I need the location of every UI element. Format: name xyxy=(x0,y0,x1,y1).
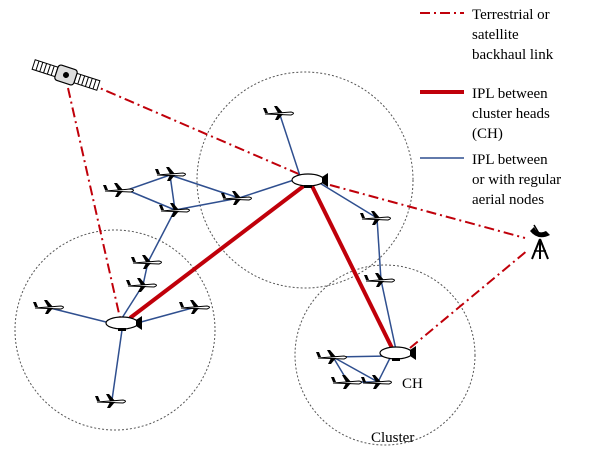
ipl-regular-link xyxy=(147,209,176,263)
backhaul-links xyxy=(67,82,529,349)
legend: Terrestrial or satellite backhaul link I… xyxy=(420,7,561,208)
airplane-icon xyxy=(32,299,64,315)
aerial-nodes xyxy=(32,105,395,409)
blimp-icon xyxy=(105,315,143,332)
satellite-icon xyxy=(31,59,101,91)
legend-item-ipl-regular-line-2: or with regular xyxy=(472,172,561,188)
airplane-icon xyxy=(360,374,392,390)
legend-item-ipl-ch-line-2: cluster heads xyxy=(472,106,550,122)
backhaul-link-right-ch-ground xyxy=(409,249,529,349)
ipl-regular-link xyxy=(377,357,391,383)
ipl-regular-link xyxy=(317,181,378,219)
cluster-circle-right xyxy=(294,264,476,446)
airplane-icon xyxy=(130,254,162,270)
ipl-regular-link xyxy=(126,174,171,191)
legend-item-backhaul-line-1: Terrestrial or xyxy=(472,7,550,23)
backhaul-link-sat-top-ch xyxy=(87,82,309,179)
satellite-dish-icon xyxy=(530,224,550,260)
legend-item-ipl-regular-line-3: aerial nodes xyxy=(472,192,544,208)
cluster-circle-left xyxy=(14,229,216,431)
ipl-regular-link xyxy=(238,177,301,199)
ipl-regular-link xyxy=(169,174,176,211)
ipl-ch-link-top-right xyxy=(310,185,395,351)
ipl-regular-link xyxy=(111,329,123,401)
legend-item-ipl-ch-line-3: (CH) xyxy=(472,126,503,142)
cluster-circle-top xyxy=(196,71,414,289)
airplane-icon xyxy=(125,277,157,293)
ipl-regular-link xyxy=(376,217,382,281)
airplane-icon xyxy=(359,210,391,226)
legend-item-ipl-regular-line-1: IPL between xyxy=(472,152,548,168)
airplane-icon xyxy=(363,272,395,288)
ipl-regular-link xyxy=(126,189,176,211)
ipl-regular-link xyxy=(332,356,379,383)
backhaul-link-top-ch-ground xyxy=(329,184,526,239)
cluster-circles xyxy=(14,71,476,446)
ch-label: CH xyxy=(402,376,423,392)
airplane-icon xyxy=(94,393,126,409)
legend-item-ipl-ch-line-1: IPL between xyxy=(472,86,548,102)
ipl-ch-links xyxy=(128,183,395,351)
ipl-ch-link-top-left xyxy=(128,183,307,320)
legend-item-backhaul-line-3: backhaul link xyxy=(472,47,554,63)
cluster-label: Cluster xyxy=(371,430,414,446)
airplane-icon xyxy=(330,374,362,390)
airplane-icon xyxy=(178,299,210,315)
ipl-regular-link xyxy=(380,279,397,351)
ipl-regular-link xyxy=(279,114,301,177)
blimp-icon xyxy=(291,172,329,189)
airplane-icon xyxy=(102,182,134,198)
airplane-icon xyxy=(262,105,294,121)
ipl-regular-link xyxy=(169,174,240,199)
ipl-regular-link xyxy=(174,197,240,211)
backhaul-link-sat-left-ch xyxy=(67,87,121,319)
legend-item-backhaul-line-2: satellite xyxy=(472,27,519,43)
